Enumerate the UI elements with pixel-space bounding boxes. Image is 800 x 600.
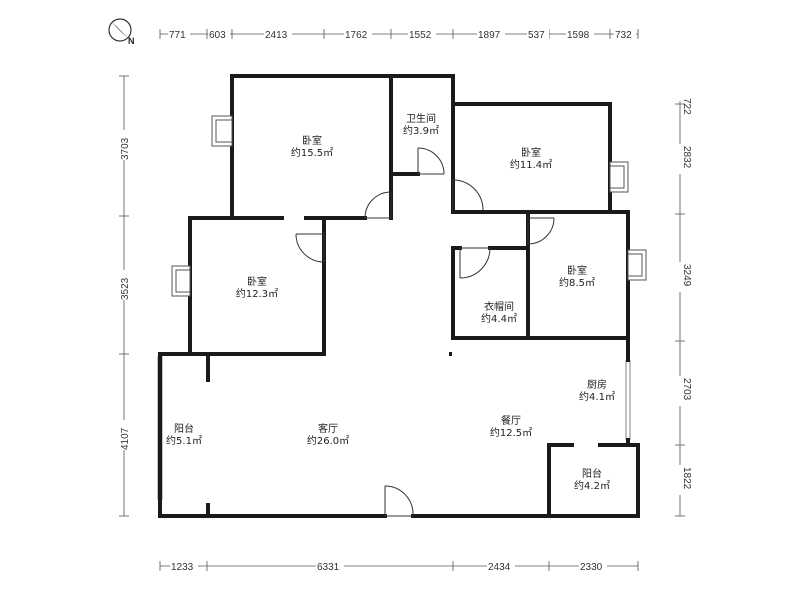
room-kitchen-name: 厨房 xyxy=(587,378,607,391)
door-icon xyxy=(417,147,445,175)
dim-bottom-3: 2434 xyxy=(488,562,511,573)
door-icon xyxy=(459,247,491,279)
room-bedroom-d-area: 约8.5㎡ xyxy=(559,276,595,289)
room-bedroom-b-name: 卧室 xyxy=(521,146,541,159)
room-bathroom-area: 约3.9㎡ xyxy=(403,124,439,137)
dim-top-4: 1762 xyxy=(345,30,368,41)
window-icon xyxy=(211,115,233,147)
dim-left-1: 3703 xyxy=(120,137,131,160)
dim-bottom-4: 2330 xyxy=(580,562,603,573)
room-dining-area: 约12.5㎡ xyxy=(490,426,532,439)
room-living-area: 约26.0㎡ xyxy=(307,434,349,447)
dim-top-6: 1897 xyxy=(478,30,501,41)
window-icon xyxy=(171,265,191,297)
door-icon xyxy=(384,485,414,517)
dim-left-3: 4107 xyxy=(120,427,131,450)
dim-top-9: 732 xyxy=(615,30,632,41)
dim-bottom-2: 6331 xyxy=(317,562,340,573)
north-arrow-icon: N xyxy=(108,18,135,46)
room-bedroom-a-area: 约15.5㎡ xyxy=(291,146,333,159)
dim-left-2: 3523 xyxy=(120,277,131,300)
room-cloakroom-area: 约4.4㎡ xyxy=(481,312,517,325)
room-dining-name: 餐厅 xyxy=(501,414,521,427)
compass-label: N xyxy=(128,36,135,46)
room-bedroom-a-name: 卧室 xyxy=(302,134,322,147)
doors xyxy=(295,147,555,517)
dim-top-2: 603 xyxy=(209,30,226,41)
room-bedroom-d-name: 卧室 xyxy=(567,264,587,277)
room-bedroom-c-name: 卧室 xyxy=(247,275,267,288)
door-icon xyxy=(295,233,325,263)
dim-top-8: 1598 xyxy=(567,30,590,41)
dim-right-4: 2703 xyxy=(681,378,692,401)
room-kitchen-area: 约4.1㎡ xyxy=(579,390,615,403)
room-labels: 卧室 约15.5㎡ 卫生间 约3.9㎡ 卧室 约11.4㎡ 卧室 约12.3㎡ … xyxy=(166,112,615,492)
room-cloakroom-name: 衣帽间 xyxy=(484,300,514,313)
window-icon xyxy=(609,161,629,193)
room-balcony-east-area: 约4.2㎡ xyxy=(574,479,610,492)
dim-top-1: 771 xyxy=(169,30,186,41)
room-balcony-east-name: 阳台 xyxy=(582,467,602,480)
dim-right-5: 1822 xyxy=(681,467,692,490)
windows xyxy=(171,115,647,297)
left-dimension-bar: 3703 3523 4107 xyxy=(117,75,131,517)
dim-bottom-1: 1233 xyxy=(171,562,194,573)
right-dimension-bar: 722 2832 3249 2703 1822 xyxy=(673,75,692,517)
room-balcony-west-name: 阳台 xyxy=(174,422,194,435)
room-living-name: 客厅 xyxy=(318,422,338,435)
door-icon xyxy=(527,217,555,245)
dim-right-1: 722 xyxy=(681,98,692,115)
door-icon xyxy=(364,191,392,219)
room-bedroom-b-area: 约11.4㎡ xyxy=(510,158,552,171)
dim-right-3: 3249 xyxy=(681,264,692,287)
balcony-glazing xyxy=(157,356,631,500)
dim-top-3: 2413 xyxy=(265,30,288,41)
window-icon xyxy=(627,249,647,281)
room-bathroom-name: 卫生间 xyxy=(406,112,436,125)
room-bedroom-c-area: 约12.3㎡ xyxy=(236,287,278,300)
top-dimension-bar: 771 603 2413 1762 1552 1897 537 1598 732 xyxy=(159,27,639,41)
bottom-dimension-bar: 1233 6331 2434 2330 xyxy=(159,559,639,573)
dim-top-5: 1552 xyxy=(409,30,432,41)
door-icon xyxy=(452,179,484,211)
dim-top-7: 537 xyxy=(528,30,545,41)
dim-right-2: 2832 xyxy=(681,146,692,169)
room-balcony-west-area: 约5.1㎡ xyxy=(166,434,202,447)
